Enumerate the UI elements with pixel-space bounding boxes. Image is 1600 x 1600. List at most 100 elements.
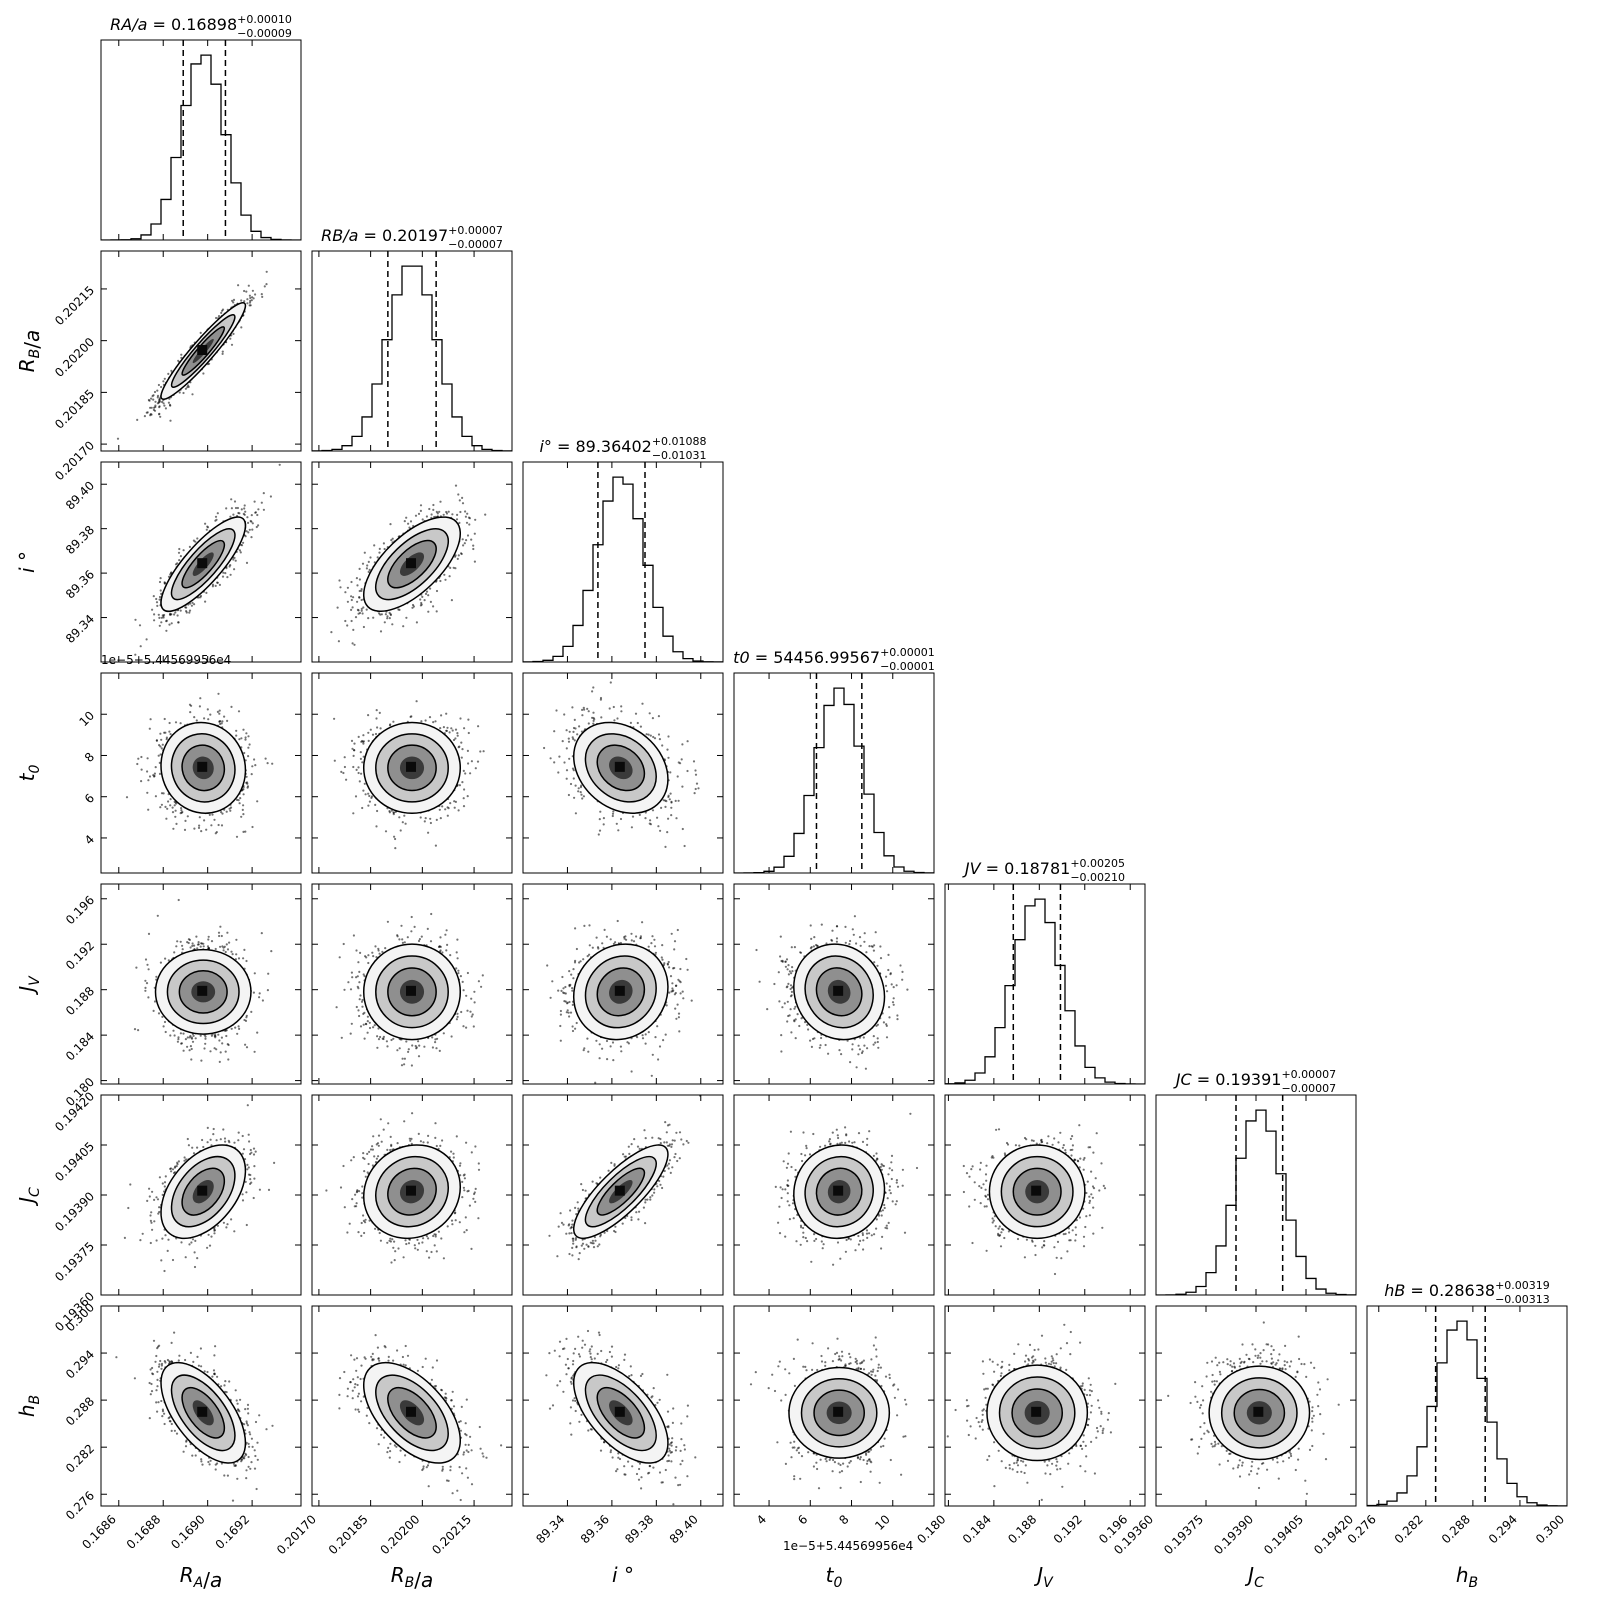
panel-frame	[100, 39, 302, 241]
sample-point	[352, 596, 355, 599]
sample-point	[260, 501, 263, 504]
sample-point	[146, 770, 149, 773]
sample-point	[170, 369, 173, 372]
sample-point	[220, 824, 224, 827]
sample-point	[200, 830, 203, 833]
sample-point	[171, 806, 174, 809]
sample-point	[152, 394, 155, 397]
sample-point	[153, 390, 157, 394]
sample-point	[186, 815, 189, 818]
sample-point	[167, 372, 170, 375]
sample-point	[148, 775, 152, 778]
sample-point	[177, 621, 180, 624]
sample-point	[237, 799, 240, 802]
sample-point	[451, 513, 454, 516]
sample-point	[390, 539, 393, 542]
sample-point	[473, 560, 476, 563]
sample-point	[256, 800, 259, 803]
sample-point	[180, 807, 183, 810]
sample-point	[247, 521, 250, 525]
sample-point	[169, 419, 172, 422]
sample-point	[464, 515, 467, 518]
density-peak	[406, 558, 416, 569]
sample-point	[376, 556, 379, 559]
sample-point	[159, 806, 162, 809]
sample-point	[435, 610, 438, 613]
sample-point	[430, 513, 433, 516]
sample-point	[432, 605, 435, 608]
sample-point	[134, 618, 137, 621]
sample-point	[235, 835, 239, 838]
sample-point	[179, 722, 182, 725]
sample-point	[445, 510, 448, 514]
sample-point	[196, 537, 199, 540]
sample-point	[176, 614, 179, 617]
sample-point	[221, 352, 224, 355]
sample-point	[178, 547, 181, 551]
sample-point	[162, 402, 165, 405]
sample-point	[232, 332, 235, 335]
sample-point	[159, 400, 162, 403]
panel-frame	[100, 461, 302, 663]
sample-point	[457, 554, 460, 557]
sample-point	[420, 603, 423, 606]
sample-point	[147, 779, 150, 782]
histogram-inc: i° = 89.36402+0.01088−0.01031	[522, 435, 724, 663]
sample-point	[448, 575, 451, 578]
density-peak	[197, 558, 208, 569]
sample-point	[217, 823, 220, 827]
sample-point	[231, 299, 234, 302]
sample-point	[163, 731, 166, 734]
sample-point	[240, 737, 243, 740]
sample-point	[161, 743, 164, 746]
sample-point	[436, 512, 439, 515]
sample-point	[169, 798, 172, 801]
sample-point	[232, 558, 235, 561]
sample-point	[240, 544, 244, 547]
sample-point	[352, 628, 355, 632]
sample-point	[465, 539, 468, 542]
sample-point	[211, 585, 214, 588]
sample-point	[229, 515, 232, 518]
sample-point	[409, 520, 413, 523]
sample-point	[392, 811, 395, 814]
sample-point	[373, 544, 376, 547]
sample-point	[163, 582, 166, 585]
sample-point	[443, 573, 446, 576]
sample-point	[188, 609, 192, 612]
sample-point	[173, 804, 176, 807]
sample-point	[160, 792, 164, 795]
sample-point	[455, 518, 459, 521]
sample-point	[235, 734, 238, 737]
sample-point	[244, 830, 247, 833]
sample-point	[153, 772, 156, 775]
sample-point	[357, 609, 360, 612]
sample-point	[213, 818, 216, 821]
sample-point	[457, 493, 460, 496]
sample-point	[206, 708, 209, 711]
sample-point	[168, 403, 172, 406]
sample-point	[158, 595, 162, 599]
panel-frame	[311, 250, 513, 452]
sample-point	[350, 608, 353, 612]
sample-point	[199, 331, 202, 334]
sample-point	[203, 819, 206, 822]
sample-point	[398, 608, 401, 612]
sample-point	[236, 506, 239, 510]
sample-point	[160, 616, 163, 619]
histogram-steps	[101, 54, 301, 240]
sample-point	[352, 812, 355, 815]
sample-point	[355, 577, 358, 580]
sample-point	[154, 400, 157, 403]
y-tick-label: 0.20185	[52, 387, 97, 432]
histogram-title-minus: −0.00009	[237, 27, 292, 40]
histogram-steps	[312, 265, 512, 451]
sample-point	[458, 499, 461, 502]
sample-point	[217, 692, 220, 695]
sample-point	[151, 608, 154, 611]
sample-point	[344, 591, 347, 594]
sample-point	[230, 705, 233, 709]
sample-point	[424, 592, 428, 596]
sample-point	[229, 337, 232, 340]
